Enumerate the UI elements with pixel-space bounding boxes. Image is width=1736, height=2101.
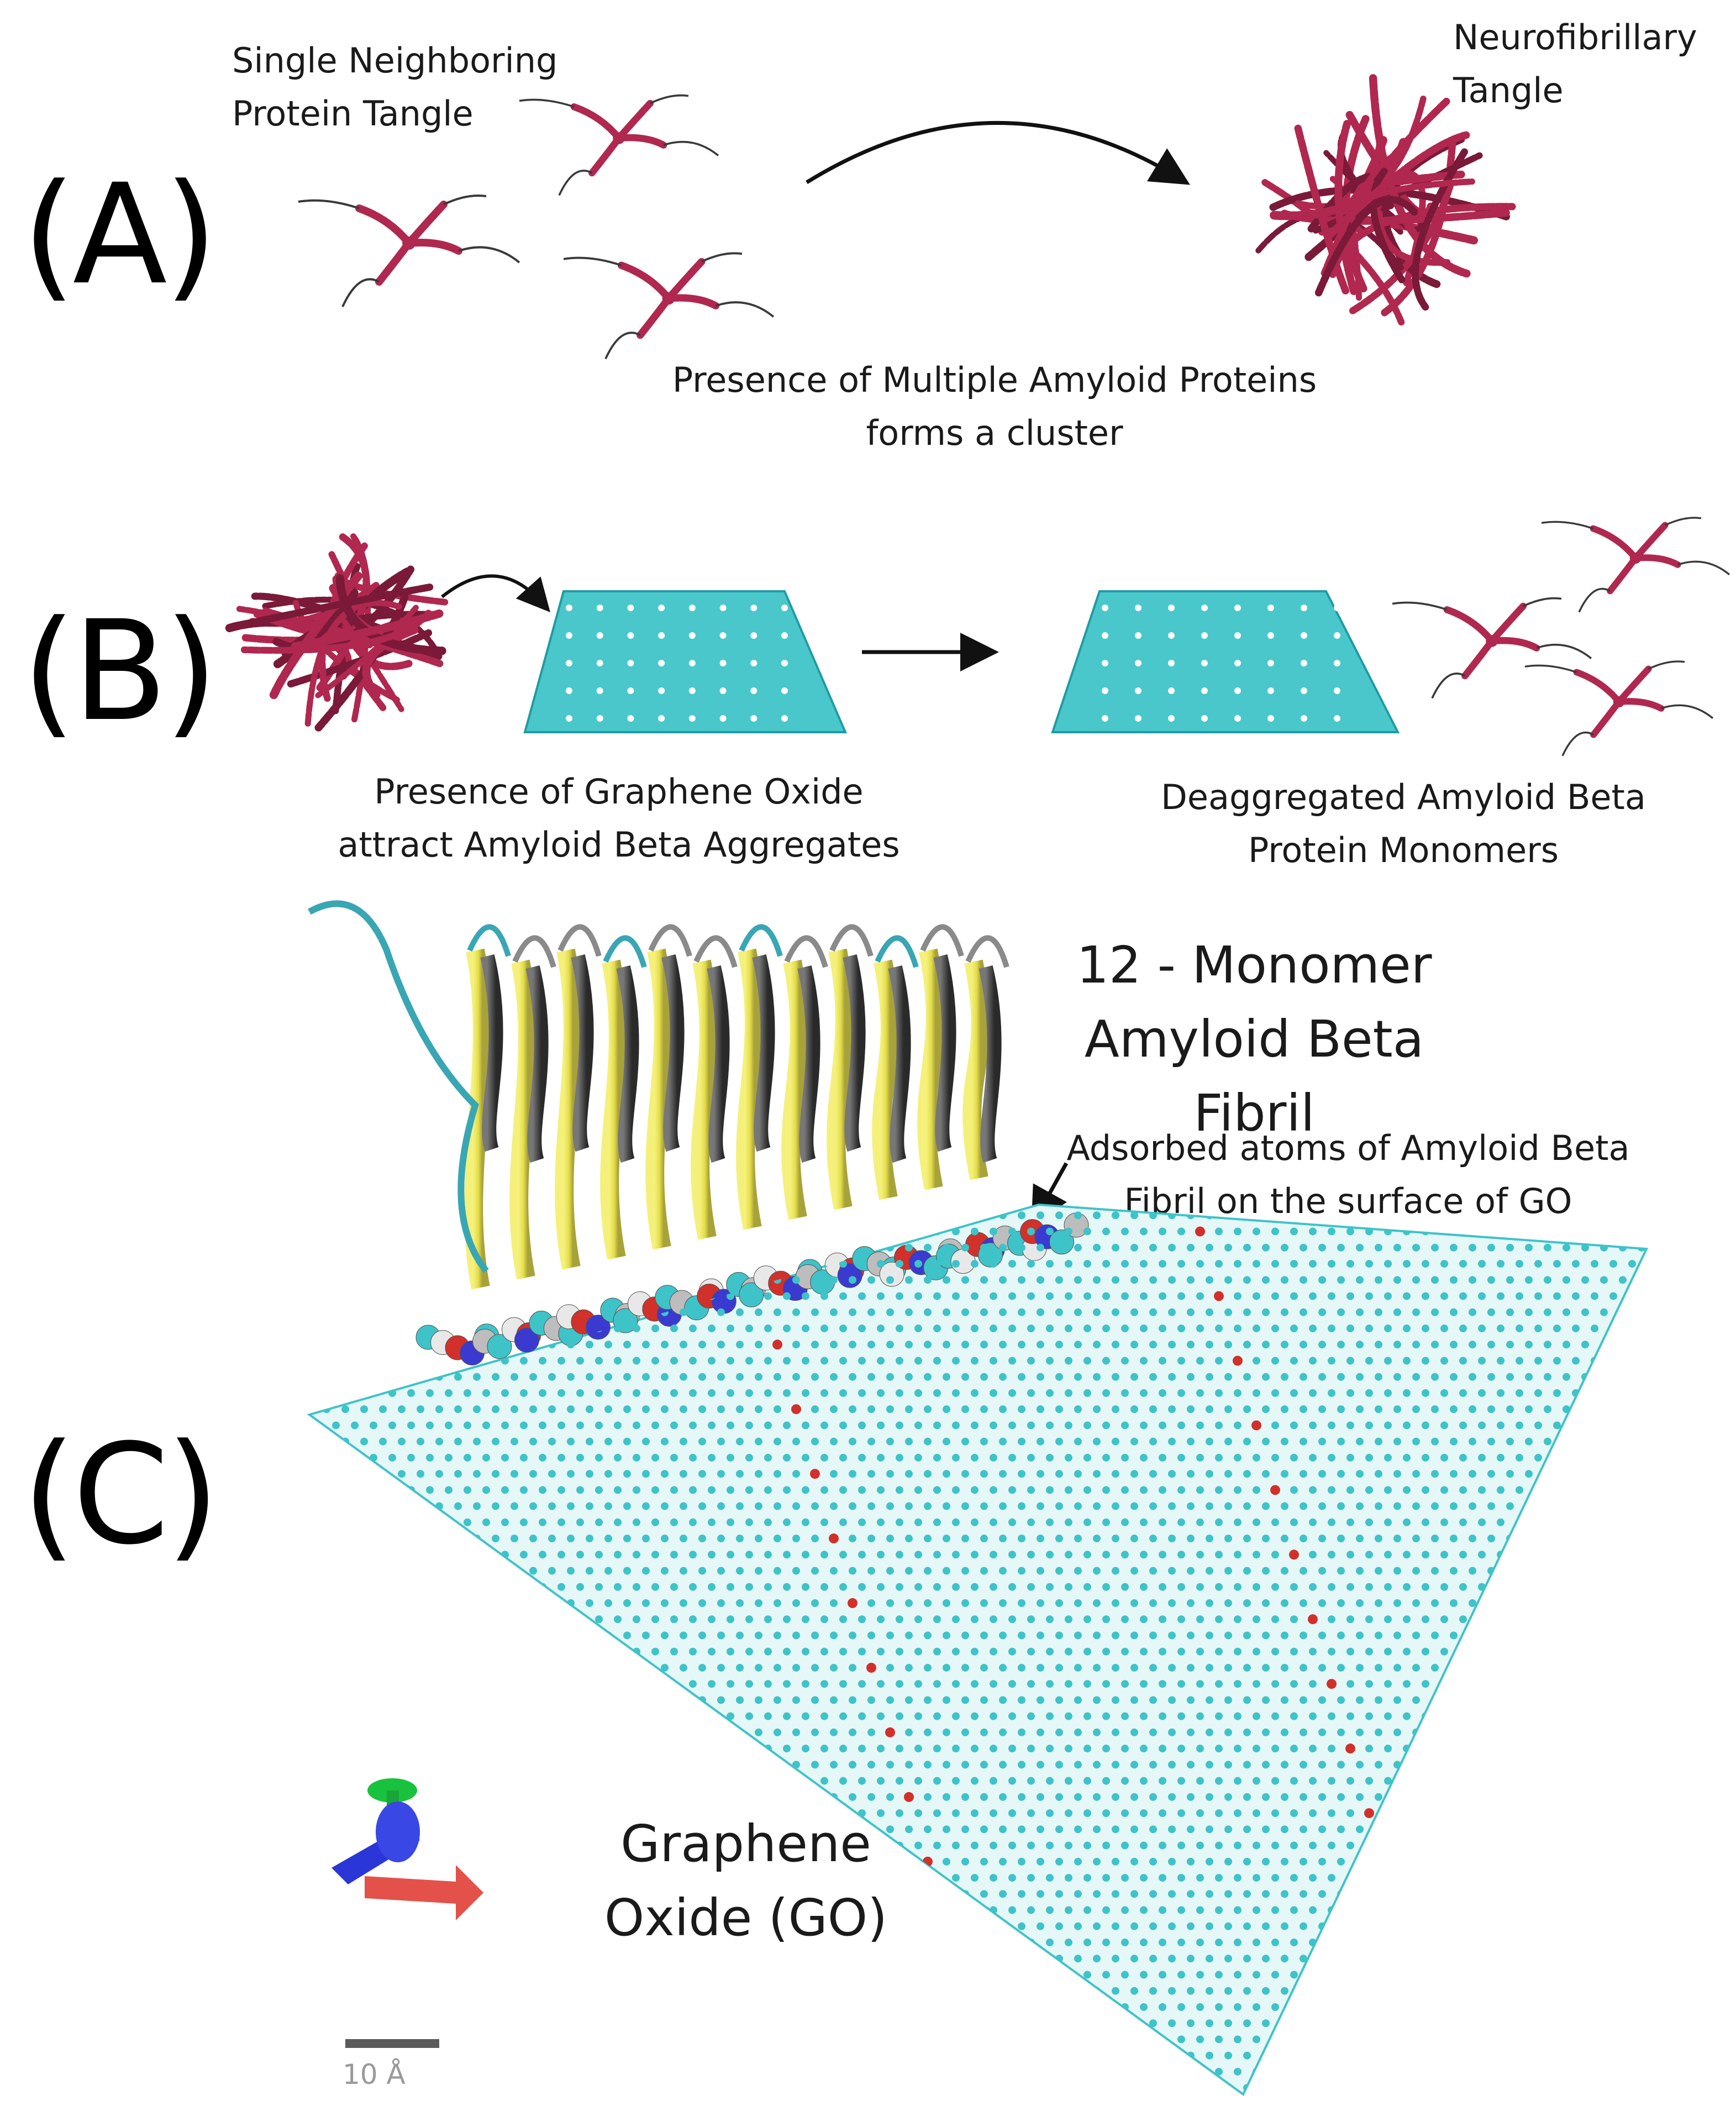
- cluster-formation-arrow-icon: [806, 121, 1190, 185]
- neurofibrillary-caption: Neurofibrillary Tangle: [1453, 11, 1697, 117]
- deaggregated-caption-line1: Deaggregated Amyloid Beta: [1161, 777, 1646, 817]
- protein-monomer: [1524, 660, 1714, 757]
- neurofibrillary-caption-line1: Neurofibrillary: [1453, 17, 1697, 57]
- amyloid-aggregate: [224, 533, 451, 732]
- fibril-label: 12 - Monomer Amyloid Beta Fibril: [1028, 928, 1481, 1151]
- xyz-orientation-axes-icon: [332, 1778, 483, 1920]
- scale-bar-label: 10 Å: [343, 2058, 406, 2091]
- protein-monomer: [519, 94, 719, 196]
- single-tangle-caption-line1: Single Neighboring: [232, 40, 558, 81]
- amyloid-beta-fibril: [308, 900, 1009, 1290]
- go-attract-caption: Presence of Graphene Oxide attract Amylo…: [287, 765, 950, 871]
- adsorbed-label: Adsorbed atoms of Amyloid Beta Fibril on…: [1044, 1122, 1652, 1228]
- graphene-sheet-before: [523, 590, 848, 733]
- go-label-line1: Graphene: [620, 1814, 871, 1873]
- graphene-sheet-after: [1051, 590, 1400, 733]
- protein-monomer: [1392, 597, 1592, 699]
- protein-monomer: [298, 195, 520, 307]
- adsorbed-label-line1: Adsorbed atoms of Amyloid Beta: [1066, 1128, 1630, 1168]
- go-attract-caption-line2: attract Amyloid Beta Aggregates: [338, 824, 900, 865]
- neurofibrillary-caption-line2: Tangle: [1453, 70, 1564, 111]
- go-attract-caption-line1: Presence of Graphene Oxide: [374, 771, 864, 812]
- adsorbed-label-line2: Fibril on the surface of GO: [1124, 1181, 1572, 1221]
- go-label: Graphene Oxide (GO): [602, 1807, 890, 1955]
- panel-a-letter: (A): [22, 154, 218, 315]
- go-label-line2: Oxide (GO): [604, 1888, 888, 1947]
- attraction-arrow-icon: [441, 574, 550, 612]
- single-tangle-caption-line2: Protein Tangle: [232, 93, 474, 134]
- scale-bar: [345, 2039, 439, 2048]
- protein-monomer: [1541, 517, 1730, 613]
- deaggregated-caption: Deaggregated Amyloid Beta Protein Monome…: [1127, 771, 1680, 877]
- cluster-caption-line2: forms a cluster: [866, 413, 1123, 453]
- panel-c-letter: (C): [22, 1414, 220, 1575]
- protein-monomer: [563, 252, 775, 360]
- cluster-caption-line1: Presence of Multiple Amyloid Proteins: [672, 360, 1317, 400]
- panel-b-letter: (B): [22, 591, 218, 752]
- neurofibrillary-tangle: [1255, 74, 1516, 326]
- fibril-label-line2: Amyloid Beta Fibril: [1084, 1010, 1424, 1143]
- single-tangle-caption: Single Neighboring Protein Tangle: [232, 34, 557, 140]
- cluster-caption: Presence of Multiple Amyloid Proteins fo…: [608, 354, 1381, 460]
- deaggregated-caption-line2: Protein Monomers: [1248, 830, 1559, 870]
- fibril-label-line1: 12 - Monomer: [1076, 936, 1432, 995]
- adsorbed-atoms: [415, 1212, 1089, 1365]
